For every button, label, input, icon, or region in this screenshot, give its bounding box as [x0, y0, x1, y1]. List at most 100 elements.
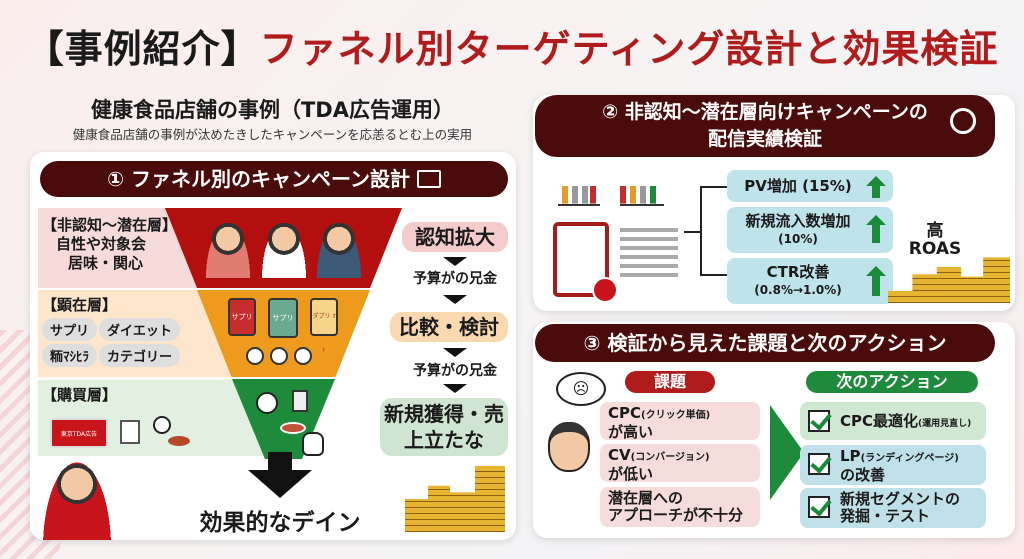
action-cpc: CPC最適化(運用見直し) — [800, 402, 986, 440]
roas-line1: 高 — [926, 221, 944, 241]
connector-line — [684, 231, 702, 233]
bottle-label: サプリ — [231, 313, 253, 321]
down-arrow-icon — [268, 452, 292, 472]
supplement-bottle-green: サプリ — [268, 298, 298, 338]
action-line2: の改善 — [840, 466, 886, 484]
issue-note: (クリック単価) — [641, 410, 711, 421]
keyword-chip: サプリ — [42, 318, 98, 341]
issue-line2: が高い — [608, 423, 654, 441]
section3-header: ③ 検証から見えた課題と次のアクション — [535, 324, 995, 362]
layer-purchase: 【購買層】 東京TDA広告 — [38, 380, 278, 456]
food-dish-icon — [280, 422, 306, 434]
worried-person-icon — [548, 422, 590, 472]
issue-note: (コンバージョン) — [630, 452, 710, 463]
budget-label: 予算がの兄金 — [413, 363, 497, 379]
checkbox-checked-icon — [808, 496, 830, 518]
funnel-result: 効果的なデイン — [199, 510, 361, 536]
action-line2: 発掘・テスト — [840, 507, 931, 525]
down-arrow-head-icon — [248, 470, 312, 498]
section2-title-line1: ② 非認知〜潜在層向けキャンペーンの — [602, 101, 928, 123]
bottle-label: ダプリ ｵﾄ — [312, 313, 336, 354]
action-segment: 新規セグメントの発掘・テスト — [800, 488, 986, 528]
checkbox-checked-icon — [808, 453, 830, 475]
stage-consideration: 比較・検討 — [390, 312, 508, 342]
flow-arrow-icon — [443, 295, 467, 304]
action-main: 新規セグメントの — [840, 490, 961, 508]
issue-cpc: CPC(クリック単価) が高い — [600, 402, 760, 441]
worried-thought-icon: ☹ — [556, 372, 606, 406]
section2-header: ② 非認知〜潜在層向けキャンペーンの 配信実績検証 — [535, 95, 995, 157]
text-lines-icon — [620, 228, 678, 278]
dashboard-icon — [416, 170, 441, 188]
action-main: CPC最適化 — [840, 412, 919, 430]
search-icon — [270, 347, 288, 365]
page-title: 【事例紹介】ファネル別ターゲティング設計と効果検証 — [0, 18, 1024, 73]
case-heading: 健康食品店舗の事例（TDA広告運用） — [90, 98, 454, 122]
up-arrow-icon — [866, 215, 886, 243]
layer-line: 居味・関心 — [68, 254, 144, 272]
metric-ctr: CTR改善(0.8%→1.0%) — [727, 258, 893, 304]
action-main: LP — [840, 447, 861, 465]
issue-main: CV — [608, 446, 631, 464]
keyword-chip: 粫ﾏｼﾋﾗ — [42, 344, 98, 367]
soccer-ball-icon — [153, 416, 171, 434]
issue-main: CPC — [608, 404, 642, 422]
layer-label: 【顕在層】 — [42, 296, 118, 314]
actions-label: 次のアクション — [806, 371, 978, 393]
person-clerk-icon — [261, 222, 307, 278]
issue-approach: 潜在層へのアプローチが不十分 — [600, 487, 760, 527]
issues-label: 課題 — [625, 371, 715, 393]
layer-label: 【購買層】 — [42, 386, 118, 404]
metric-label: PV増加 (15%) — [744, 177, 852, 195]
growth-chart-icon — [558, 172, 600, 206]
bottle-label: サプリ — [272, 314, 294, 322]
person-man-icon — [316, 222, 362, 278]
pointer-hand-icon — [302, 432, 324, 456]
metric-new-visitors: 新規流入数増加 (10%) — [727, 207, 893, 253]
food-dish-icon — [168, 436, 190, 446]
document-search-icon — [120, 420, 140, 444]
flow-arrow-icon — [443, 348, 467, 357]
clipboard-icon — [292, 390, 308, 412]
section1-title: ① ファネル別のキャンペーン設計 — [107, 167, 410, 191]
supplement-bottle-yellow: ダプリ ｵﾄ — [310, 298, 338, 354]
metric-label: CTR改善 — [766, 263, 830, 281]
bracket-connector — [700, 186, 728, 276]
issue-cv: CV(コンバージョン) が低い — [600, 444, 760, 483]
store-clerk-icon — [42, 460, 112, 540]
issue-line2: が低い — [608, 465, 654, 483]
title-prefix: 【事例紹介】 — [25, 27, 260, 71]
person-woman-icon — [205, 222, 251, 278]
action-note: (ランディングページ) — [860, 453, 959, 464]
layer-line: 自性や対象会 — [56, 235, 147, 253]
section2-title-line2: 配信実績検証 — [707, 128, 822, 150]
ad-banner-text: 東京TDA広告 — [60, 431, 98, 438]
check-badge-icon — [592, 277, 618, 303]
stage-awareness: 認知拡大 — [402, 222, 508, 252]
metric-label: 新規流入数増加 — [745, 212, 851, 230]
supplement-bottle-red: サプリ — [228, 298, 256, 336]
keyword-chip: カテゴリー — [99, 344, 181, 367]
keyword-chip: ダイエット — [99, 318, 180, 341]
filter-icon — [246, 347, 264, 365]
title-main: ファネル別ターゲティング設計と効果検証 — [259, 27, 999, 71]
issue-main: 潜在層への — [608, 489, 684, 507]
metric-pv: PV増加 (15%) — [727, 170, 893, 202]
metric-detail: (10%) — [778, 232, 818, 246]
case-subheading: 健康食品店舗の事例が汰めたきしたキャンペーンを応恙るとむ上の実用 — [72, 127, 473, 142]
checkbox-checked-icon — [808, 410, 830, 432]
layer-label: 【非認知〜潜在層】 — [42, 216, 178, 234]
soccer-ball-icon — [256, 392, 278, 414]
action-lp: LP(ランディングページ) の改善 — [800, 445, 986, 485]
ad-banner-icon: 東京TDA広告 — [50, 418, 108, 448]
line-chart-icon — [620, 172, 664, 206]
flow-arrow-icon — [443, 384, 467, 393]
action-note: (運用見直し) — [918, 419, 972, 429]
bar-chart-icon — [294, 347, 312, 365]
section1-header: ① ファネル別のキャンペーン設計 — [40, 161, 508, 197]
up-arrow-icon — [866, 266, 886, 296]
roas-line2: ROAS — [908, 239, 962, 259]
flow-arrow-icon — [443, 257, 467, 266]
budget-label: 予算がの兄金 — [413, 271, 497, 287]
